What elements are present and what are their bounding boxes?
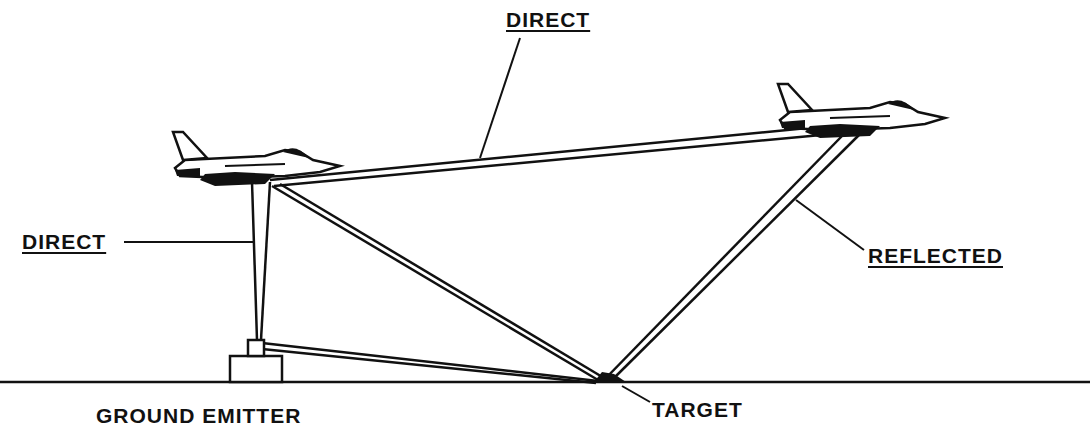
beam-label: REFLECTED (868, 244, 1003, 267)
aircraft (778, 84, 945, 138)
ground-line (0, 381, 1090, 384)
part-label: TARGET (652, 398, 743, 421)
leader-lines (124, 38, 864, 402)
ground-emitter (230, 340, 282, 382)
beam-label: DIRECT (506, 8, 590, 31)
part-label: GROUND EMITTER (96, 404, 301, 427)
beam-label: DIRECT (22, 230, 106, 253)
signal-beams (252, 126, 860, 383)
target (594, 372, 626, 382)
aircraft (173, 132, 340, 186)
